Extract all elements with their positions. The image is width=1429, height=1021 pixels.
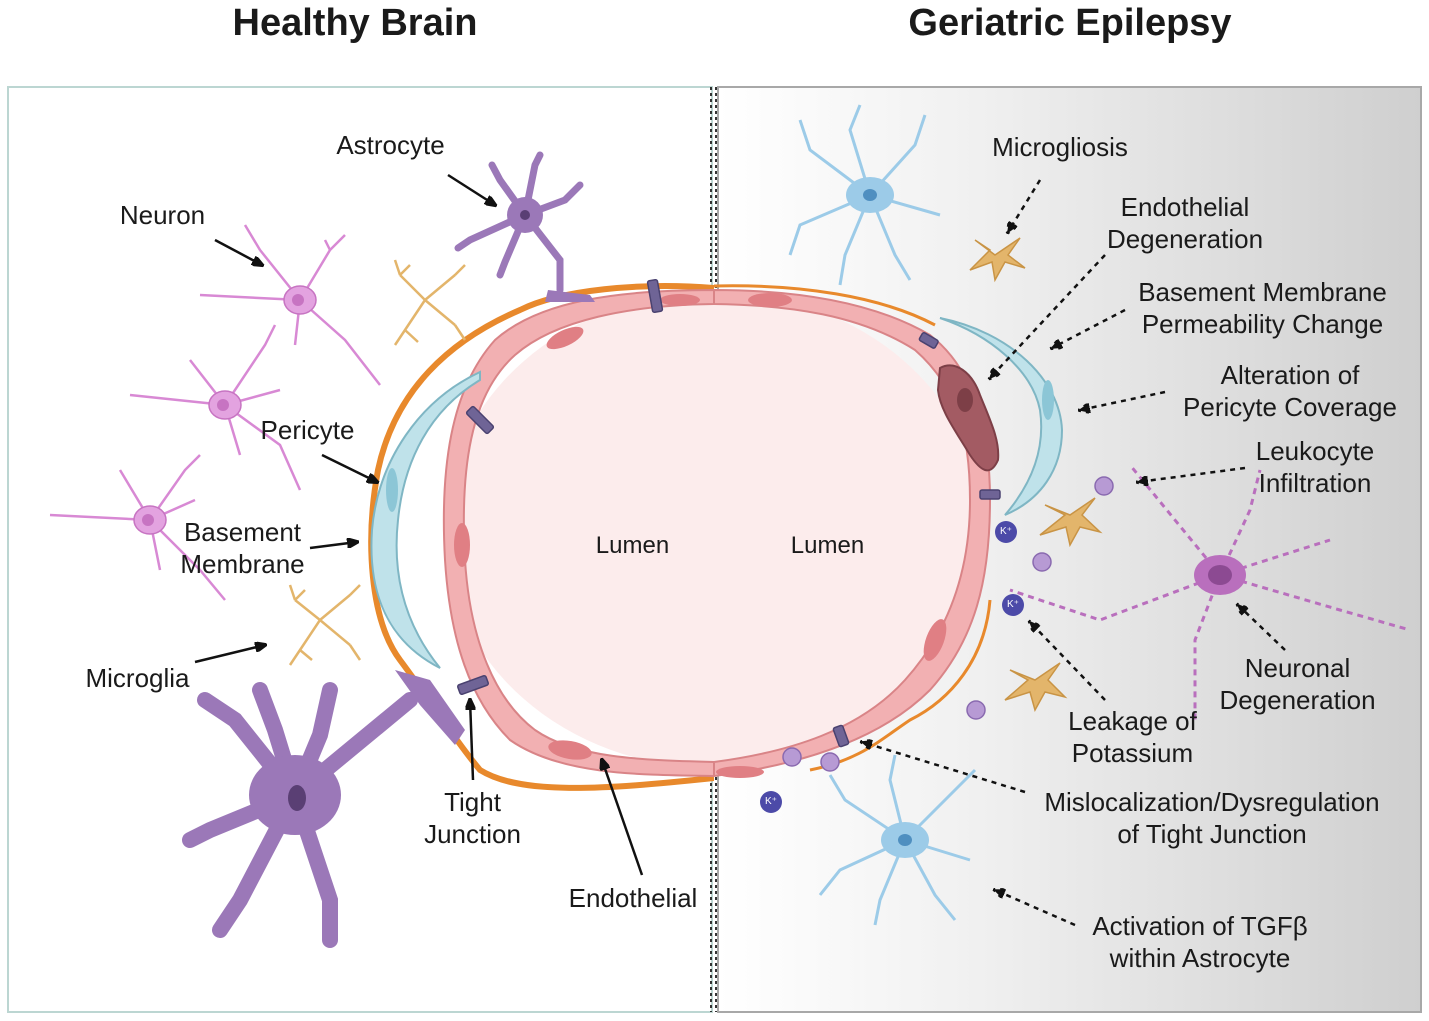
basement-membrane-epilepsy [809, 599, 992, 772]
potassium-ion: K⁺ [1002, 594, 1024, 616]
label-basement-membrane-change: Basement Membrane Permeability Change [1120, 276, 1405, 340]
label-neuron: Neuron [119, 200, 206, 230]
degenerated-nucleus [957, 388, 973, 412]
astrocyte-nucleus [520, 210, 530, 220]
label-line: Junction [424, 819, 521, 849]
arrow-basement-membrane-change [1052, 308, 1126, 348]
label-pericyte: Pericyte [260, 415, 355, 445]
label-line: Pericyte Coverage [1183, 392, 1397, 422]
endothelial-nucleus [923, 619, 947, 661]
label-line: Membrane [180, 549, 305, 579]
label-tight-junction: Tight Junction [405, 786, 540, 850]
activated-microglia [969, 237, 1026, 283]
arrow-basement-membrane [309, 542, 357, 550]
endothelial-nucleus [660, 294, 700, 306]
basement-membrane-epilepsy [714, 284, 936, 327]
endothelial-nucleus [548, 740, 592, 760]
arrow-microglia [194, 645, 265, 664]
label-line: Endothelial [1120, 192, 1250, 222]
label-line: Mislocalization/Dysregulation [1044, 787, 1380, 817]
label-pericyte-coverage: Alteration of Pericyte Coverage [1170, 359, 1410, 423]
label-line: Leakage of [1068, 706, 1197, 736]
label-tight-junction-dysregulation: Mislocalization/Dysregulation of Tight J… [1022, 786, 1402, 850]
arrow-potassium-leakage [1030, 622, 1106, 701]
arrow-tight-junction-dysregulation [862, 742, 1026, 794]
label-endothelial: Endothelial [568, 883, 698, 913]
arrow-neuronal-degeneration [1238, 605, 1286, 651]
label-line: Activation of TGFβ [1092, 911, 1308, 941]
label-microglia: Microglia [85, 663, 190, 693]
label-basement-membrane: Basement Membrane [165, 516, 320, 580]
arrow-endothelial-degeneration [990, 254, 1106, 378]
astrocyte-processes [454, 151, 584, 294]
label-line: Neuronal [1244, 653, 1351, 683]
arrow-endothelial [602, 760, 644, 876]
degenerating-neuron-nucleus [1208, 565, 1232, 585]
arrow-tight-junction [470, 700, 473, 781]
arrow-astrocyte [447, 173, 495, 205]
label-line: Degeneration [1106, 224, 1264, 254]
reactive-astrocyte-nucleus [898, 834, 912, 846]
vessel-lumen [444, 292, 984, 768]
potassium-ion: K⁺ [995, 521, 1017, 543]
leukocyte-group [782, 476, 1114, 772]
degenerating-neuron [1009, 464, 1411, 720]
label-leukocyte-infiltration: Leukocyte Infiltration [1240, 435, 1390, 499]
astrocyte-endfoot [395, 670, 465, 745]
label-lumen-healthy: Lumen [595, 532, 670, 559]
label-line: of Tight Junction [1117, 819, 1307, 849]
neuron-nucleus [142, 514, 154, 526]
title-geriatric-epilepsy: Geriatric Epilepsy [908, 2, 1232, 44]
label-lumen-epilepsy: Lumen [790, 532, 865, 559]
label-tgfb-activation: Activation of TGFβ within Astrocyte [1075, 910, 1325, 974]
arrow-neuron [214, 238, 262, 265]
label-neuronal-degeneration: Neuronal Degeneration [1205, 652, 1390, 716]
label-line: Leukocyte [1255, 436, 1375, 466]
endothelial-nucleus [546, 326, 584, 350]
arrow-pericyte [321, 453, 377, 482]
neuron-nucleus [217, 399, 229, 411]
label-astrocyte: Astrocyte [336, 130, 445, 160]
label-line: Infiltration [1258, 468, 1372, 498]
arrow-pericyte-coverage [1080, 390, 1166, 410]
arrow-leukocyte-infiltration [1138, 466, 1246, 482]
pericyte-healthy [370, 370, 481, 669]
neuron-group [49, 224, 381, 601]
activated-microglia [1004, 662, 1068, 712]
label-line: Potassium [1071, 738, 1194, 768]
label-line: Basement [183, 517, 302, 547]
microglia-healthy [288, 259, 467, 666]
label-line: within Astrocyte [1109, 943, 1291, 973]
title-healthy-brain: Healthy Brain [232, 2, 478, 44]
reactive-astrocyte-nucleus [863, 189, 877, 201]
degenerated-endothelial-cell [936, 364, 1000, 472]
label-line: Degeneration [1219, 685, 1376, 715]
tight-junction-group [457, 278, 1001, 748]
endothelial-nucleus [454, 523, 470, 567]
astrocyte-endfoot [545, 290, 595, 302]
label-line: Alteration of [1220, 360, 1360, 390]
label-endothelial-degeneration: Endothelial Degeneration [1095, 191, 1275, 255]
pericyte-nucleus [1042, 380, 1054, 420]
neuron-nucleus [292, 294, 304, 306]
label-line: Permeability Change [1141, 309, 1384, 339]
label-potassium-leakage: Leakage of Potassium [1055, 705, 1210, 769]
potassium-ion: K⁺ [760, 791, 782, 813]
astrocyte-processes [182, 682, 418, 948]
label-microgliosis: Microgliosis [992, 132, 1128, 162]
endothelial-nucleus [716, 766, 764, 778]
label-line: Basement Membrane [1138, 277, 1387, 307]
astrocyte-nucleus [288, 785, 306, 811]
label-line: Tight [444, 787, 501, 817]
activated-microglia [1039, 497, 1103, 548]
arrow-tgfb-activation [995, 890, 1076, 927]
endothelial-nucleus [748, 293, 792, 307]
reactive-astrocyte [788, 104, 977, 926]
pericyte-epilepsy [939, 317, 1064, 516]
pericyte-nucleus [386, 468, 398, 512]
arrow-microgliosis [1008, 179, 1042, 232]
